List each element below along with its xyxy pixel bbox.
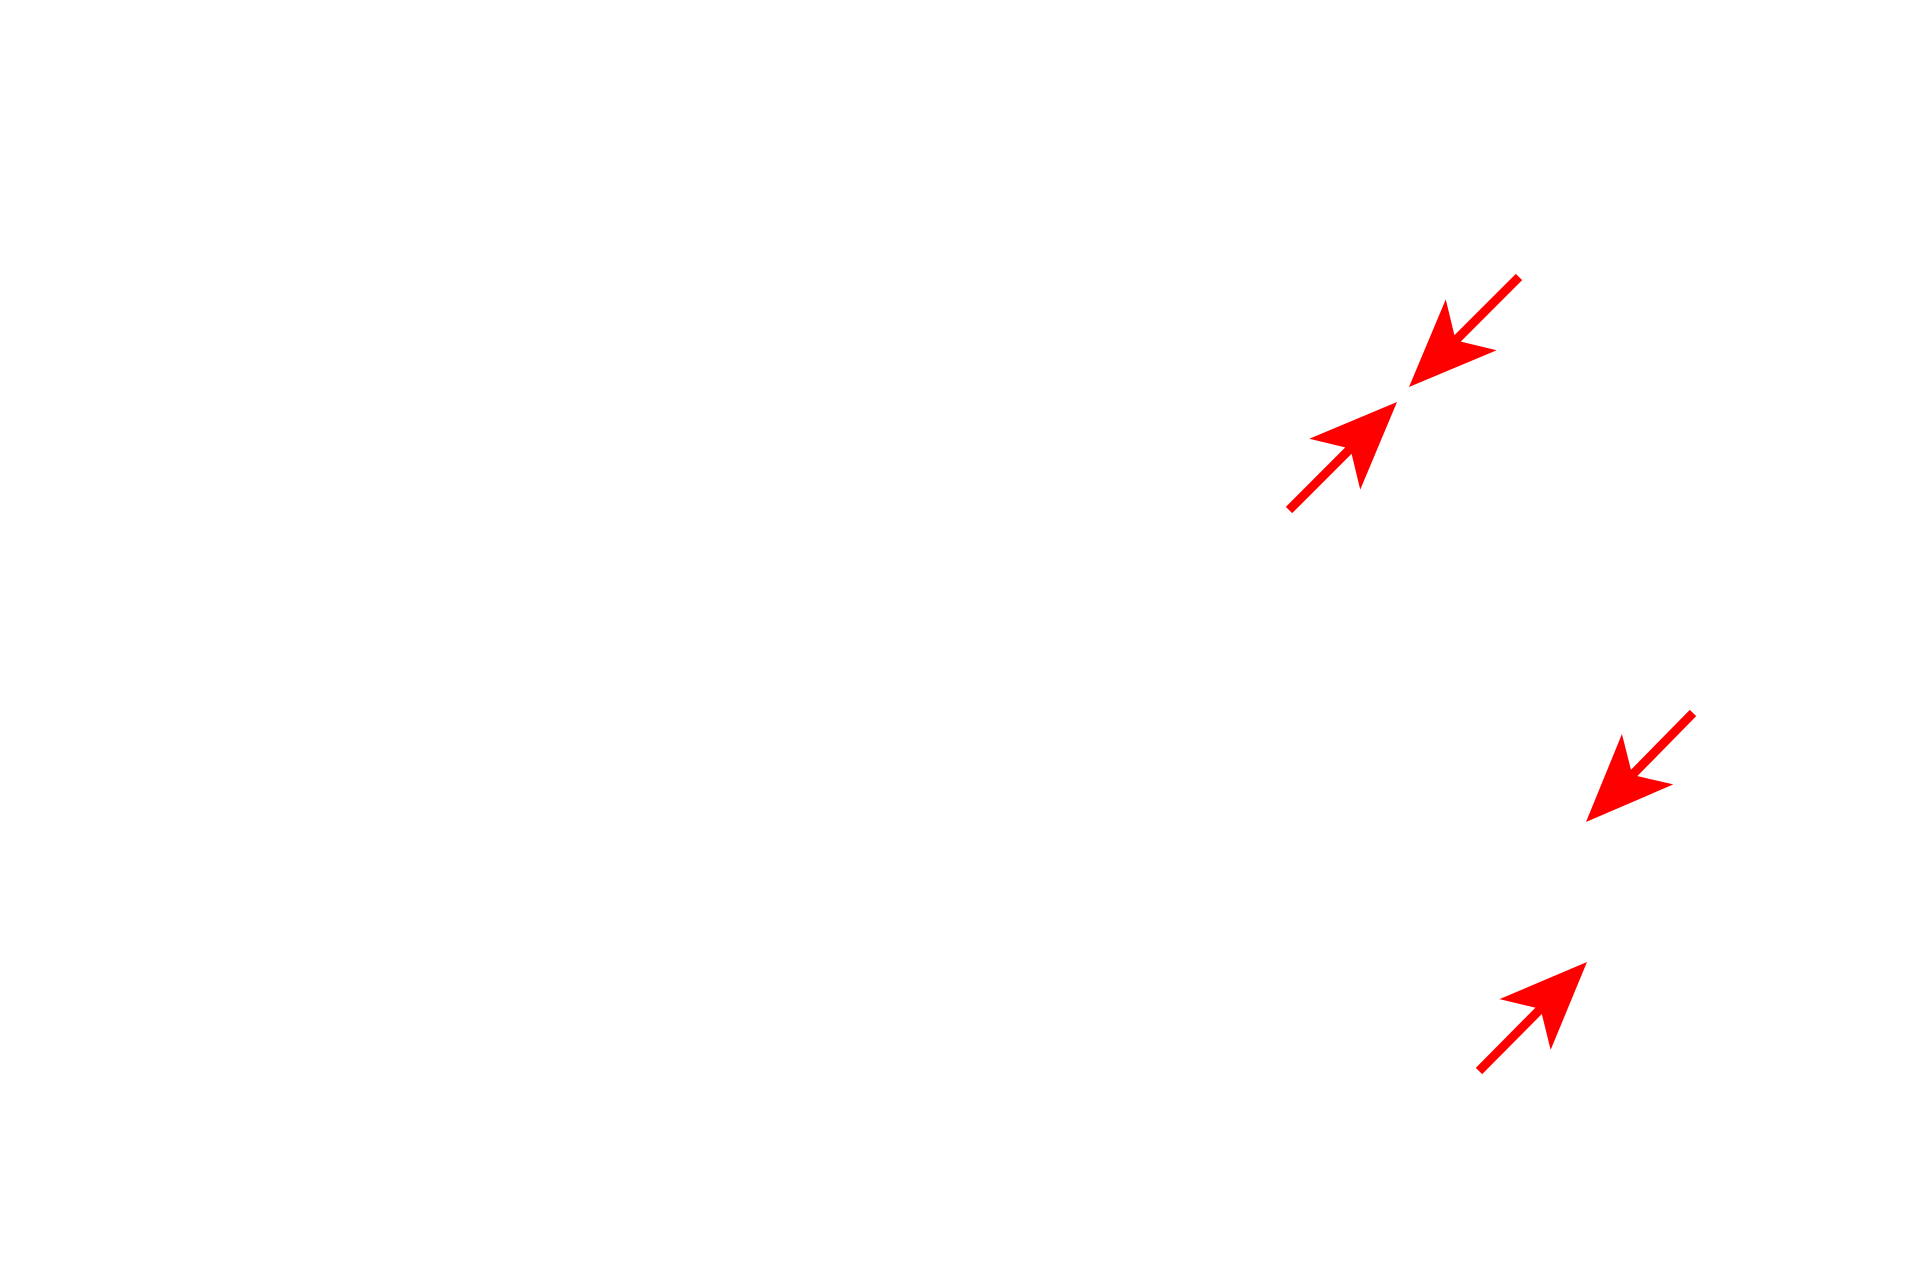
arrow-4	[1475, 962, 1587, 1075]
arrow-shaft	[1285, 445, 1354, 514]
arrow-shaft	[1629, 709, 1697, 779]
arrow-head	[1309, 402, 1397, 490]
arrow-shaft	[1475, 1005, 1544, 1075]
arrow-head	[1409, 299, 1497, 387]
arrow-head	[1586, 733, 1674, 822]
arrow-head	[1499, 962, 1587, 1050]
arrow-3	[1586, 709, 1697, 822]
arrow-1	[1409, 273, 1523, 387]
arrow-2	[1285, 402, 1397, 514]
arrow-shaft	[1452, 273, 1523, 344]
